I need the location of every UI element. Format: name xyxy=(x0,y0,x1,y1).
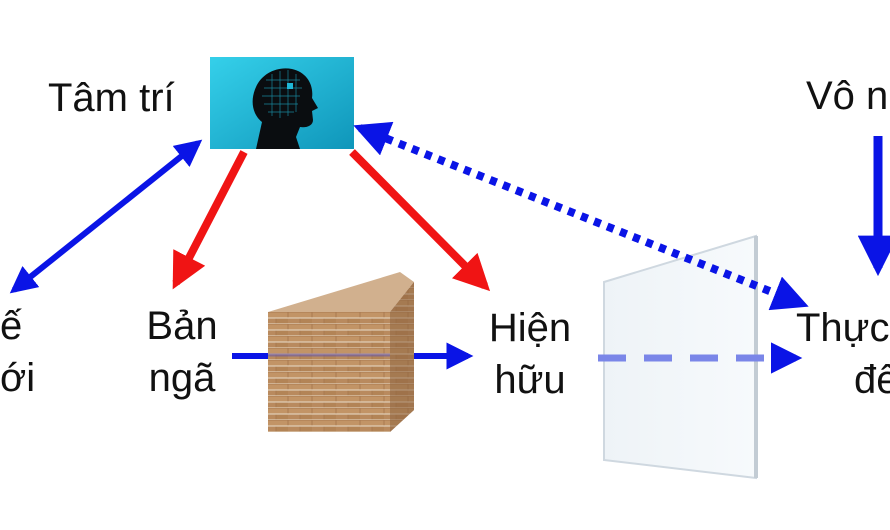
world-label-line2: ới xyxy=(0,356,36,400)
ego-label-line1: Bản xyxy=(146,304,218,348)
mind-ego-arrow xyxy=(172,150,248,290)
brick-wall-icon xyxy=(268,272,414,432)
head-silhouette-icon xyxy=(210,57,354,149)
reality-label-line1: Thực xyxy=(796,306,890,350)
world-label-line1: ế xyxy=(0,304,23,348)
existence-label-line2: hữu xyxy=(494,358,566,402)
mind-label: Tâm trí xyxy=(48,76,175,120)
mind-reality-dotted-arrow xyxy=(353,121,809,311)
ego-label-line2: ngã xyxy=(148,356,216,400)
ego-label: Bản ngã xyxy=(136,300,228,404)
existence-label-line1: Hiện xyxy=(488,306,572,350)
existence-label: Hiện hữu xyxy=(476,302,584,406)
reality-label-line2: đế xyxy=(854,358,890,402)
world-label: ế ới xyxy=(0,300,35,404)
glass-pane-icon xyxy=(603,234,758,480)
reality-label: Thực đế xyxy=(796,302,890,406)
unconscious-label: Vô n xyxy=(806,74,889,118)
mind-world-arrow xyxy=(9,139,203,294)
